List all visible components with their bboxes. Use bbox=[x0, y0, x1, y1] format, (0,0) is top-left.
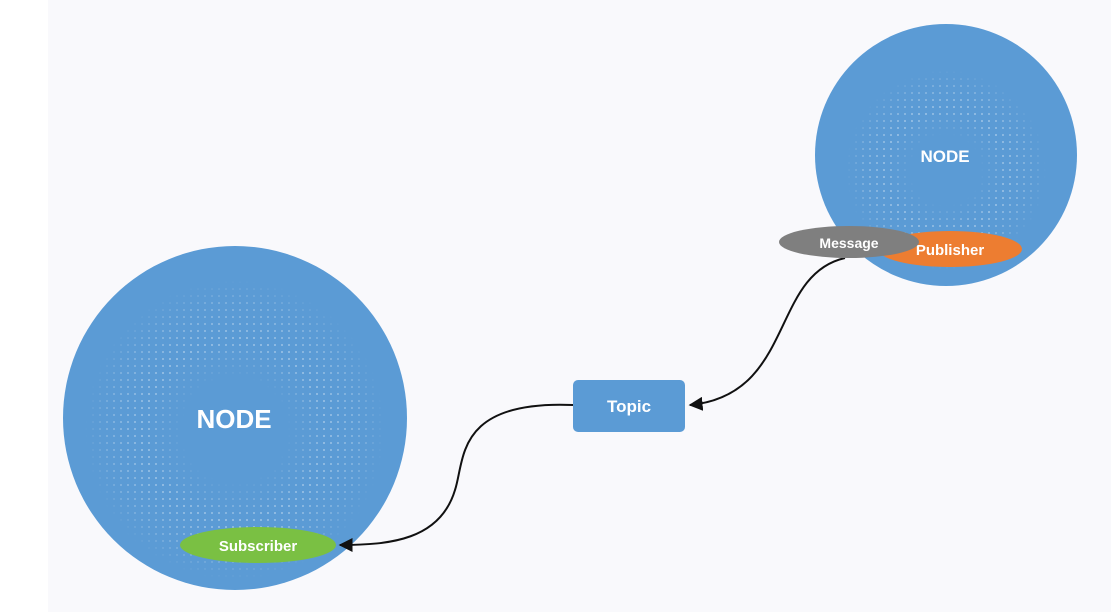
node-label-left: NODE bbox=[196, 404, 271, 434]
topic-box: Topic bbox=[573, 380, 685, 432]
subscriber-pill: Subscriber bbox=[180, 527, 336, 563]
subscriber-shape bbox=[180, 527, 336, 563]
message-label: Message bbox=[819, 235, 878, 251]
topic-label: Topic bbox=[607, 397, 651, 416]
subscriber-label: Subscriber bbox=[219, 538, 298, 555]
message-pill: Message bbox=[779, 226, 919, 258]
publisher-label: Publisher bbox=[916, 242, 985, 259]
connector-message-to-topic bbox=[688, 257, 846, 411]
node-texture-right bbox=[846, 70, 1046, 270]
node-publisher-side: NODE bbox=[815, 24, 1077, 286]
message-shape bbox=[779, 226, 919, 258]
node-subscriber-side: NODE bbox=[63, 246, 407, 590]
topic-shape bbox=[573, 380, 685, 432]
node-texture-left bbox=[85, 280, 385, 580]
connector-topic-to-subscriber bbox=[338, 403, 574, 552]
node-label-right: NODE bbox=[920, 147, 969, 166]
